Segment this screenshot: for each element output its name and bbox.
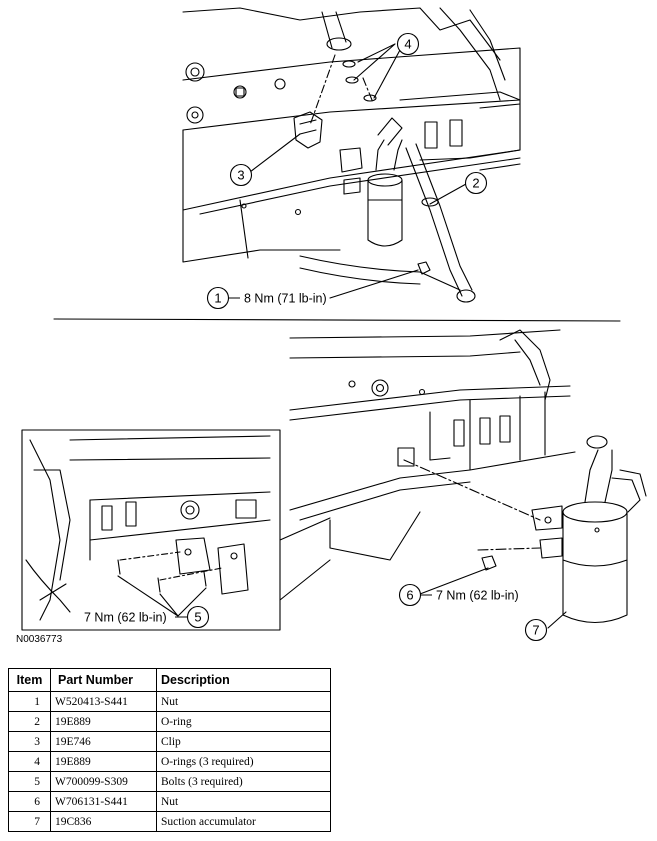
table-row: 4 19E889 O-rings (3 required): [8, 751, 331, 772]
header-description: Description: [156, 668, 331, 692]
figure-id: N0036773: [16, 634, 63, 645]
callout-number-4: 4: [404, 37, 411, 52]
callout-number-2: 2: [472, 176, 479, 191]
table-row: 6 W706131-S441 Nut: [8, 791, 331, 812]
cell-part-number: 19E889: [50, 751, 157, 772]
callouts: 4 2 3 1 8 Nm (71 lb-in) 6 7 Nm (62 lb-in…: [84, 37, 540, 638]
table-row: 5 W700099-S309 Bolts (3 required): [8, 771, 331, 792]
callout-number-3: 3: [237, 168, 244, 183]
cell-description: Suction accumulator: [156, 811, 331, 832]
callout-number-5: 5: [194, 610, 201, 625]
cell-item: 4: [8, 751, 51, 772]
header-item: Item: [8, 668, 51, 692]
cell-item: 6: [8, 791, 51, 812]
cell-part-number: W700099-S309: [50, 771, 157, 792]
view-divider: [53, 318, 621, 322]
cell-description: O-ring: [156, 711, 331, 732]
cell-part-number: W520413-S441: [50, 691, 157, 712]
cell-description: Nut: [156, 791, 331, 812]
cell-item: 2: [8, 711, 51, 732]
cell-description: Bolts (3 required): [156, 771, 331, 792]
table-row: 7 19C836 Suction accumulator: [8, 811, 331, 832]
cell-description: Nut: [156, 691, 331, 712]
cell-item: 1: [8, 691, 51, 712]
bottom-view: [289, 329, 647, 642]
table-row: 2 19E889 O-ring: [8, 711, 331, 732]
cell-description: O-rings (3 required): [156, 751, 331, 772]
callout-torque-6: 7 Nm (62 lb-in): [436, 589, 519, 603]
cell-part-number: 19E889: [50, 711, 157, 732]
callout-torque-1: 8 Nm (71 lb-in): [244, 292, 327, 306]
callout-number-1: 1: [214, 291, 221, 306]
callout-torque-5: 7 Nm (62 lb-in): [84, 611, 167, 625]
table-row: 3 19E746 Clip: [8, 731, 331, 752]
cell-description: Clip: [156, 731, 331, 752]
cell-item: 5: [8, 771, 51, 792]
cell-item: 7: [8, 811, 51, 832]
cell-part-number: W706131-S441: [50, 791, 157, 812]
table-row: 1 W520413-S441 Nut: [8, 691, 331, 712]
inset-view: [21, 429, 331, 631]
header-part-number: Part Number: [50, 668, 157, 692]
cell-item: 3: [8, 731, 51, 752]
top-view: [182, 7, 521, 310]
cell-part-number: 19C836: [50, 811, 157, 832]
exploded-view-diagram: 4 2 3 1 8 Nm (71 lb-in) 6 7 Nm (62 lb-in…: [21, 7, 647, 642]
callout-number-6: 6: [406, 588, 413, 603]
cell-part-number: 19E746: [50, 731, 157, 752]
table-header-row: Item Part Number Description: [8, 668, 331, 692]
callout-number-7: 7: [532, 623, 539, 638]
parts-table: Item Part Number Description 1 W520413-S…: [8, 668, 331, 832]
